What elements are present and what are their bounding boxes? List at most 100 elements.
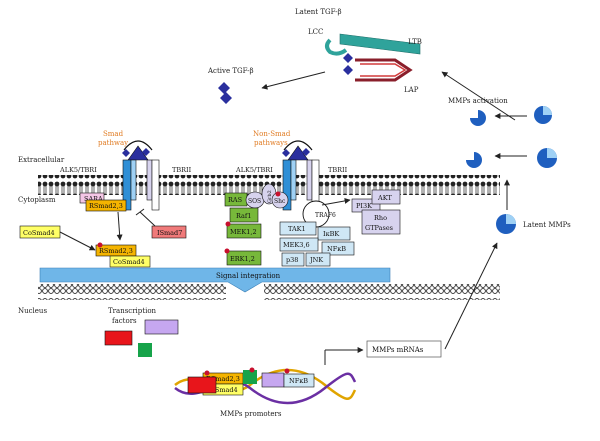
mmp-active-icon-1 bbox=[470, 110, 486, 126]
nfkb-dna-label: NFκB bbox=[289, 377, 308, 385]
mek36-box bbox=[279, 237, 319, 252]
nucleus-label: Nucleus bbox=[18, 307, 47, 315]
mmp-latent-icon-1 bbox=[534, 106, 552, 124]
active-tgf-label: Active TGF-β bbox=[207, 67, 254, 75]
smad-pathway-label-line2: pathway bbox=[98, 139, 128, 147]
alk5-left-label: ALK5/TBRI bbox=[59, 166, 97, 174]
lap-inner bbox=[360, 63, 407, 77]
nuclear-membrane-right bbox=[264, 284, 500, 300]
jnk-box bbox=[305, 252, 331, 267]
non-smad-label-line1: Non-Smad bbox=[253, 130, 291, 138]
mek12-box bbox=[226, 223, 262, 239]
jnk-label: JNK bbox=[309, 256, 323, 264]
tak1-box bbox=[279, 221, 317, 236]
tf-green-box bbox=[138, 343, 152, 357]
erk12-label: ERK1,2 bbox=[230, 255, 255, 263]
raf1-label: Raf1 bbox=[236, 212, 251, 220]
phospho-dot-rsmad bbox=[97, 242, 103, 248]
rsmad-down-arrow bbox=[116, 211, 123, 241]
extracellular-label: Extracellular bbox=[18, 156, 65, 164]
mmp-to-lcc-arrow bbox=[441, 71, 516, 121]
cytoplasm-label: Cytoplasm bbox=[18, 196, 56, 204]
rho-label-line1: Rho bbox=[374, 214, 387, 222]
ltb-hook bbox=[325, 38, 348, 56]
rho-label-line2: GTPases bbox=[365, 224, 393, 232]
rsmad-top-label: RSmad2,3 bbox=[89, 202, 123, 210]
cosmad4-complex-box bbox=[109, 255, 151, 268]
signal-integration-bar bbox=[39, 267, 391, 293]
non-smad-label-line2: pathways bbox=[254, 139, 288, 147]
shc-label: Shc bbox=[274, 198, 286, 205]
mmp-latent-icon-2 bbox=[537, 148, 557, 168]
grb2-label: Grb2 bbox=[267, 190, 273, 203]
transcription-label-line1: Transcription bbox=[108, 307, 157, 315]
activation-arrow bbox=[261, 71, 326, 90]
smad-pathway-label-line1: Smad bbox=[103, 130, 124, 138]
latent-ligand-icon bbox=[343, 53, 353, 75]
smad-receptor-complex bbox=[122, 140, 160, 211]
nfkb-dna-box bbox=[283, 373, 315, 388]
latent-tgf-complex: Latent TGF-β LCC LTB LAP bbox=[295, 8, 422, 94]
mek36-label: MEK3,6 bbox=[283, 241, 310, 249]
erk12-box bbox=[226, 250, 262, 266]
lap-label: LAP bbox=[404, 86, 419, 94]
ltb-shape bbox=[339, 33, 421, 55]
ikbk-label: IκBK bbox=[323, 230, 339, 238]
rho-box bbox=[361, 209, 401, 235]
traf6-label: TRAF6 bbox=[315, 212, 336, 219]
ismad7-label: ISmad7 bbox=[157, 229, 182, 237]
rsmad-dna-label: RSmad2,3 bbox=[206, 375, 240, 383]
lcc-label: LCC bbox=[308, 28, 323, 36]
latent-mmps-label: Latent MMPs bbox=[523, 221, 571, 229]
tf-red-dna-box bbox=[187, 376, 217, 394]
ltb-label: LTB bbox=[408, 38, 422, 46]
phospho-dot-shc bbox=[275, 191, 281, 197]
phospho-dot-nfkb-dna bbox=[284, 368, 290, 374]
alk5-right-label: ALK5/TBRI bbox=[235, 166, 273, 174]
tf-violet-box bbox=[144, 319, 179, 335]
tbrii-left-label: TBRII bbox=[172, 166, 192, 174]
phospho-dot-green-dna bbox=[249, 367, 255, 373]
mmps-mrnas-label: MMPs mRNAs bbox=[372, 346, 424, 354]
tf-red-box bbox=[104, 330, 133, 346]
cosmad4-complex-label: CoSmad4 bbox=[113, 258, 145, 266]
raf1-box bbox=[229, 207, 259, 223]
tak1-label: TAK1 bbox=[288, 225, 306, 233]
nfkb-cyto-label: NFκB bbox=[327, 245, 346, 253]
ismad7-inhibit-line bbox=[139, 211, 156, 227]
tbrii-right-label: TBRII bbox=[328, 166, 348, 174]
phospho-dot-erk bbox=[224, 248, 230, 254]
shc-node bbox=[271, 191, 289, 209]
tf-violet-dna-box bbox=[261, 372, 285, 388]
active-tgf-ligand-icon bbox=[218, 82, 232, 104]
ras-label: RAS bbox=[228, 196, 242, 204]
mmp-active-icon-2 bbox=[466, 152, 482, 168]
mmps-activation-label: MMPs activation bbox=[448, 97, 508, 105]
signal-integration-label: Signal integration bbox=[216, 272, 281, 280]
cosmad4-left-label: CoSmad4 bbox=[23, 229, 55, 237]
latent-mmp-icon bbox=[496, 214, 516, 234]
tf-green-dna-box bbox=[243, 370, 257, 384]
phospho-dot-rsmad-dna bbox=[204, 370, 210, 376]
mmps-mrnas-box bbox=[366, 340, 442, 358]
rsmad-complex-label: RSmad2,3 bbox=[99, 247, 133, 255]
cosmad4-arrow bbox=[59, 231, 96, 251]
nfkb-cyto-box bbox=[321, 241, 355, 256]
mek12-label: MEK1,2 bbox=[230, 228, 257, 236]
pi3k-label: PI3K bbox=[356, 202, 372, 210]
akt-label: AKT bbox=[377, 194, 393, 202]
phospho-dot-mek bbox=[225, 221, 231, 227]
ikbk-box bbox=[317, 226, 351, 241]
non-smad-receptor-complex bbox=[282, 140, 320, 211]
ismad7-inhibit-bar bbox=[135, 208, 145, 216]
sara-label: SARA bbox=[84, 195, 103, 203]
p38-box bbox=[281, 252, 305, 267]
nuclear-membrane-left bbox=[38, 284, 226, 300]
cosmad4-dna-label: CoSmad4 bbox=[206, 386, 238, 394]
akt-box bbox=[371, 189, 401, 205]
traf6-to-pi3k-arrow bbox=[321, 197, 351, 206]
latent-tgf-label: Latent TGF-β bbox=[295, 8, 342, 16]
lap-shape bbox=[355, 58, 413, 82]
sos-label: SOS bbox=[248, 198, 261, 205]
